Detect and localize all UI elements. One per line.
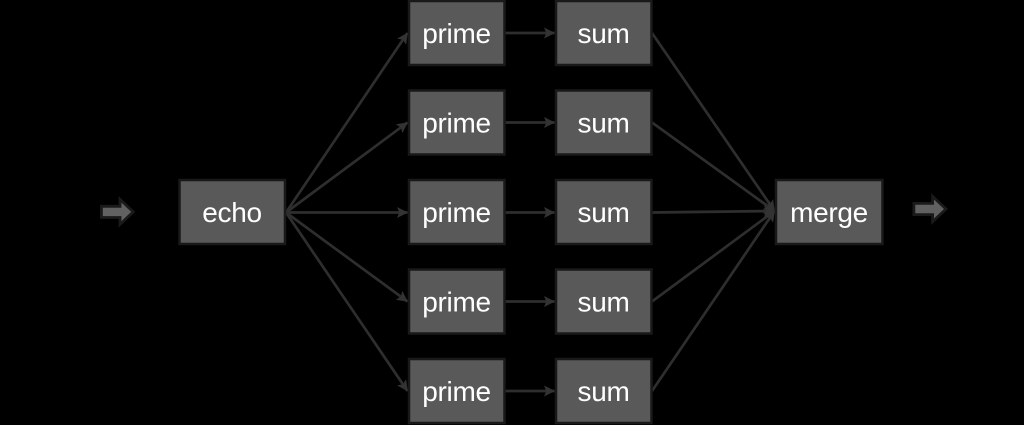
svg-text:prime: prime — [422, 108, 491, 139]
svg-text:prime: prime — [422, 18, 491, 49]
svg-text:sum: sum — [578, 108, 630, 139]
svg-text:merge: merge — [790, 197, 868, 228]
svg-text:sum: sum — [578, 197, 630, 228]
svg-text:prime: prime — [422, 376, 491, 407]
svg-text:echo: echo — [202, 197, 262, 228]
svg-text:prime: prime — [422, 197, 491, 228]
svg-text:sum: sum — [578, 287, 630, 318]
svg-text:sum: sum — [578, 18, 630, 49]
svg-text:sum: sum — [578, 376, 630, 407]
svg-text:prime: prime — [422, 287, 491, 318]
